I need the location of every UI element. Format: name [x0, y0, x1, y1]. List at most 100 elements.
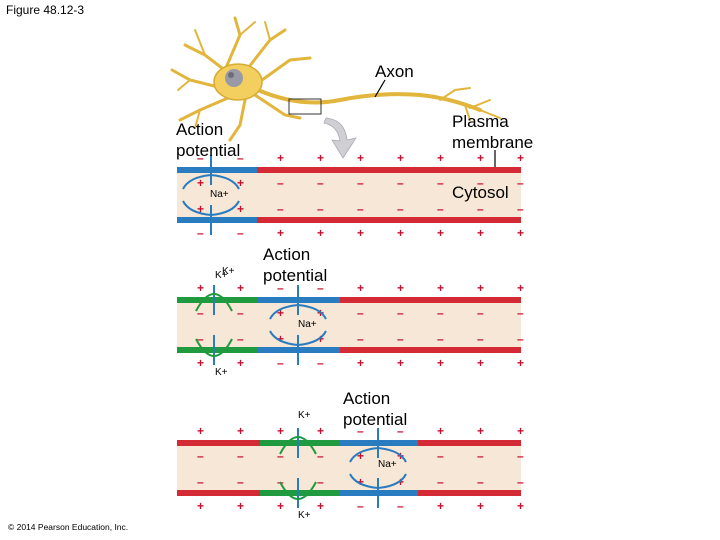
panel-3-k-ion-label-1: K+	[298, 510, 311, 521]
panel-1-inner-charge-bottom: –	[477, 202, 484, 216]
panel-3-inner-charge-top: –	[197, 449, 204, 463]
panel-2-cytosol	[177, 303, 521, 347]
panel-2-outer-charge-bottom: +	[517, 356, 524, 370]
panel-2-na-ion-label: Na+	[298, 319, 317, 330]
panel-3-bottom-refractory-segment	[260, 490, 340, 496]
panel-1-inner-charge-bottom: –	[517, 202, 524, 216]
panel-3-outer-charge-top: +	[237, 424, 244, 438]
panel-3-k-arrow-top	[279, 436, 317, 455]
panel-1-outer-charge-bottom: +	[317, 226, 324, 240]
panel-2-outer-charge-bottom: –	[277, 356, 284, 370]
axon-label: Axon	[375, 62, 414, 81]
panel-2-inner-charge-top: +	[277, 306, 284, 320]
panel-1-inner-charge-top: –	[517, 176, 524, 190]
panel-3-top-refractory-segment	[260, 440, 340, 446]
panel-3-outer-charge-bottom: –	[397, 499, 404, 513]
panel-1-inner-charge-bottom: –	[437, 202, 444, 216]
panel-2-inner-charge-bottom: –	[197, 332, 204, 346]
zoom-arrow	[323, 117, 357, 159]
panel-2-inner-charge-top: –	[237, 306, 244, 320]
panel-1-outer-charge-bottom: –	[237, 226, 244, 240]
panel-2-outer-charge-top: +	[357, 281, 364, 295]
panel-3-outer-charge-bottom: +	[477, 499, 484, 513]
panel-1-bottom-depolarized-segment	[177, 217, 257, 223]
panel-1-inner-charge-top: –	[437, 176, 444, 190]
action-potential-label-2: Action potential	[263, 245, 328, 285]
panel-3-inner-charge-bottom: –	[237, 475, 244, 489]
panel-1-na-arrow	[210, 200, 240, 216]
panel-1-outer-charge-top: –	[237, 151, 244, 165]
panel-1-outer-charge-bottom: +	[277, 226, 284, 240]
panel-2-outer-charge-top: –	[317, 281, 324, 295]
panel-2-outer-charge-bottom: +	[477, 356, 484, 370]
panel-3-cytosol	[177, 446, 521, 490]
panel-3-outer-charge-bottom: –	[357, 499, 364, 513]
panel-1-bottom-membrane	[177, 217, 521, 223]
panel-1-outer-charge-top: +	[317, 151, 324, 165]
panel-3-inner-charge-top: +	[357, 449, 364, 463]
panel-1-inner-charge-top: +	[197, 176, 204, 190]
panel-2-outer-charge-bottom: –	[317, 356, 324, 370]
panel-1-outer-charge-top: +	[357, 151, 364, 165]
panel-1-na-arrow	[182, 174, 212, 190]
axon-panels: –++––++–+––++––++––++––++––++––++––+Na++…	[177, 151, 524, 521]
panel-1-outer-charge-bottom: +	[397, 226, 404, 240]
panel-1-na-ion-label: Na+	[210, 189, 229, 200]
panel-1-na-arrow	[210, 174, 240, 190]
panel-1-outer-charge-top: +	[277, 151, 284, 165]
panel-3-inner-charge-bottom: +	[397, 475, 404, 489]
panel-3-inner-charge-top: –	[277, 449, 284, 463]
neuron-nucleus	[225, 69, 243, 87]
panel-2-k-arrow-top	[195, 293, 233, 312]
panel-3-inner-charge-bottom: –	[517, 475, 524, 489]
panel-3-outer-charge-bottom: +	[277, 499, 284, 513]
panel-2-na-arrow	[297, 330, 327, 346]
panel-2-bottom-membrane	[177, 347, 521, 353]
panel-3-outer-charge-bottom: +	[317, 499, 324, 513]
panel-1-inner-charge-bottom: –	[397, 202, 404, 216]
panel-2-outer-charge-bottom: +	[437, 356, 444, 370]
panel-2-na-arrow	[269, 304, 299, 320]
panel-2-inner-charge-top: –	[437, 306, 444, 320]
panel-2-inner-charge-bottom: –	[237, 332, 244, 346]
panel-3-inner-charge-top: –	[317, 449, 324, 463]
panel-3-inner-charge-bottom: –	[437, 475, 444, 489]
panel-1-inner-charge-top: –	[277, 176, 284, 190]
panel-1-top-membrane	[177, 167, 521, 173]
panel-1-outer-charge-top: +	[517, 151, 524, 165]
panel-1-inner-charge-bottom: +	[237, 202, 244, 216]
panel-1-inner-charge-top: –	[357, 176, 364, 190]
panel-3-outer-charge-top: +	[517, 424, 524, 438]
panel-2-inner-charge-top: –	[397, 306, 404, 320]
panel-1-top-depolarized-segment	[177, 167, 257, 173]
panel-1-outer-charge-bottom: +	[477, 226, 484, 240]
panel-1-inner-charge-top: –	[477, 176, 484, 190]
panel-1-cytosol	[177, 173, 521, 217]
panel-3-outer-charge-bottom: +	[237, 499, 244, 513]
panel-3-inner-charge-top: –	[517, 449, 524, 463]
zoom-box	[288, 98, 322, 115]
panel-1-inner-charge-bottom: –	[357, 202, 364, 216]
panel-3-k-arrow-bottom	[279, 481, 317, 500]
panel-3-k-ion-label-0: K+	[298, 410, 311, 421]
panel-2-outer-charge-bottom: +	[237, 356, 244, 370]
figure-label: Figure 48.12-3	[6, 3, 85, 17]
panel-2-na-arrow	[269, 330, 299, 346]
panel-2-inner-charge-bottom: –	[397, 332, 404, 346]
panel-2-top-refractory-segment	[177, 297, 257, 303]
action-potential-label-1: Action potential	[176, 120, 241, 160]
panel-1-inner-charge-bottom: –	[317, 202, 324, 216]
panel-2-outer-charge-top: +	[397, 281, 404, 295]
panel-3-na-ion-label: Na+	[378, 459, 397, 470]
panel-2-inner-charge-bottom: –	[517, 332, 524, 346]
panel-2-inner-charge-bottom: –	[357, 332, 364, 346]
panel-3-na-arrow	[377, 447, 407, 463]
panel-1-outer-charge-bottom: +	[517, 226, 524, 240]
plasma-membrane-label: Plasma membrane	[452, 112, 534, 152]
panel-2-outer-charge-bottom: +	[357, 356, 364, 370]
panel-3-inner-charge-top: –	[237, 449, 244, 463]
panel-2-k-ion-label-0: K+	[222, 266, 235, 277]
panel-3-inner-charge-top: –	[477, 449, 484, 463]
panel-2-outer-charge-top: +	[477, 281, 484, 295]
